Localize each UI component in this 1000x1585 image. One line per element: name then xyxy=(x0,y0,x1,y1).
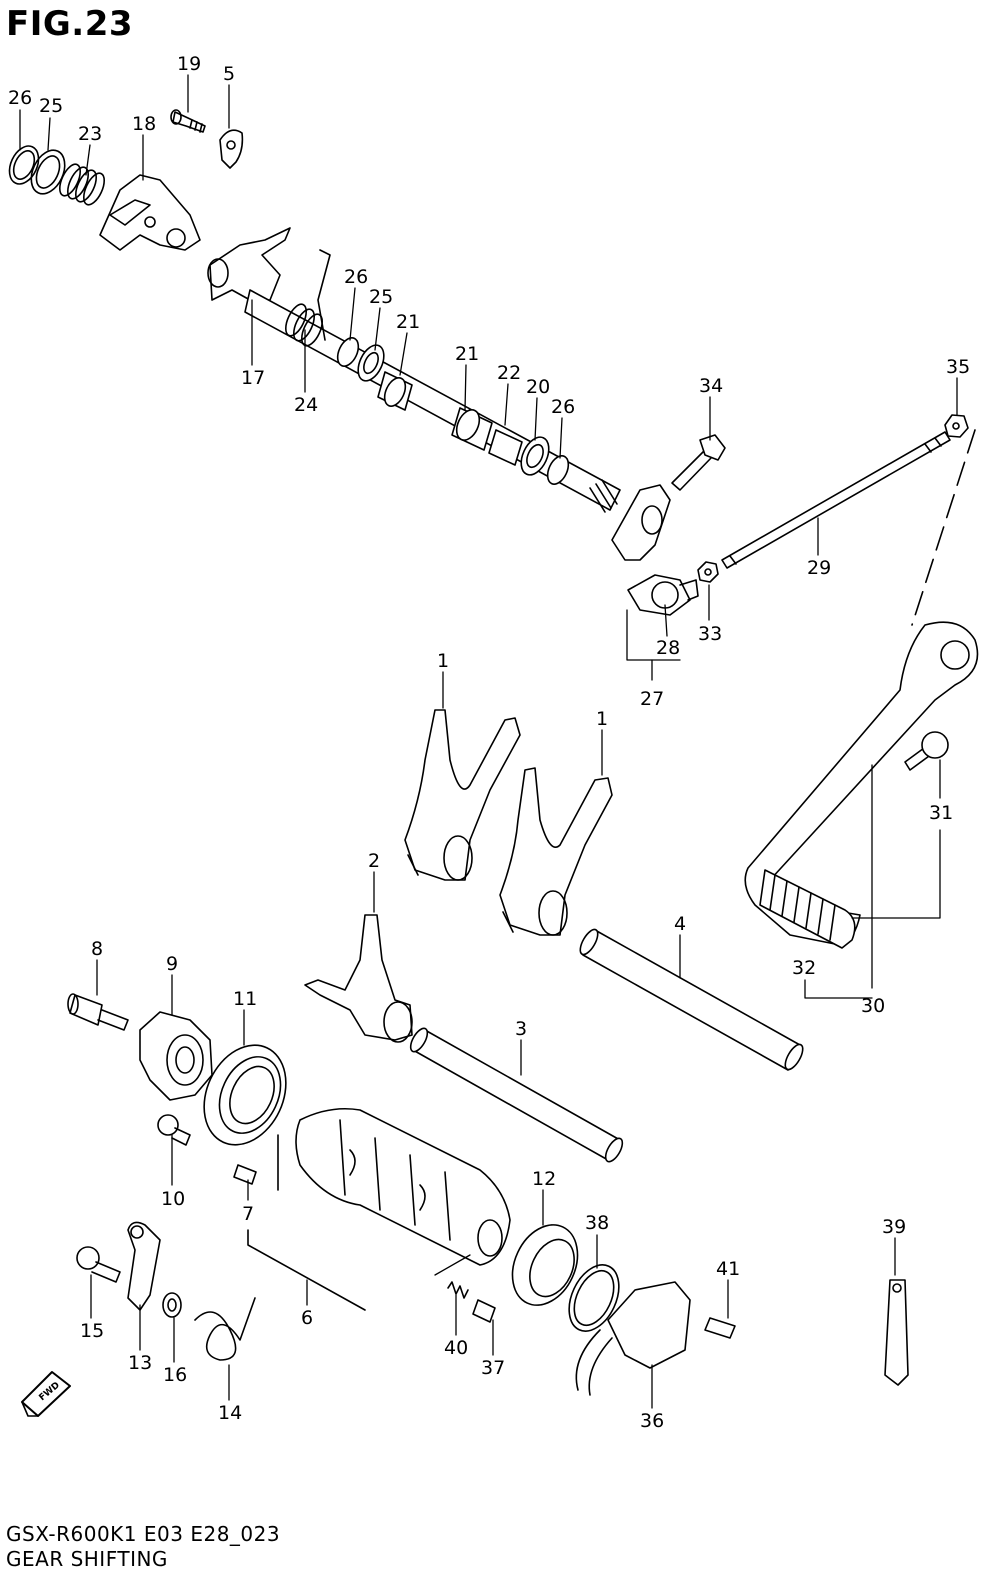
callout-4: 4 xyxy=(674,913,686,935)
callout-41: 41 xyxy=(716,1258,740,1280)
model-code: GSX-R600K1 E03 E28_023 xyxy=(6,1522,281,1546)
callout-17: 17 xyxy=(241,367,265,389)
callout-34: 34 xyxy=(699,375,723,397)
callout-13: 13 xyxy=(128,1352,152,1374)
callout-12: 12 xyxy=(532,1168,556,1190)
callout-23: 23 xyxy=(78,123,102,145)
callout-8: 8 xyxy=(91,938,103,960)
callout-18: 18 xyxy=(132,113,156,135)
callout-21-b: 21 xyxy=(455,343,479,365)
callout-40: 40 xyxy=(444,1337,468,1359)
callout-7: 7 xyxy=(242,1203,254,1225)
callout-39: 39 xyxy=(882,1216,906,1238)
callout-30: 30 xyxy=(861,995,885,1017)
callout-3: 3 xyxy=(515,1018,527,1040)
callout-27: 27 xyxy=(640,688,664,710)
callout-9: 9 xyxy=(166,953,178,975)
spring-23 xyxy=(58,163,106,206)
gearshift-cam-assembly: FWD xyxy=(21,993,909,1417)
callout-24: 24 xyxy=(294,394,318,416)
callout-25-a: 25 xyxy=(39,95,63,117)
callout-26-c: 26 xyxy=(551,396,575,418)
callout-15: 15 xyxy=(80,1320,104,1342)
leader-lines xyxy=(19,74,958,1409)
callout-22: 22 xyxy=(497,362,521,384)
callout-6: 6 xyxy=(301,1307,313,1329)
callout-14: 14 xyxy=(218,1402,242,1424)
callout-35: 35 xyxy=(946,356,970,378)
callout-38: 38 xyxy=(585,1212,609,1234)
callout-16: 16 xyxy=(163,1364,187,1386)
callout-2: 2 xyxy=(368,850,380,872)
callout-26-a: 26 xyxy=(8,87,32,109)
callout-labels: 26 25 23 18 19 5 17 24 26 25 21 21 22 20… xyxy=(8,53,970,1432)
callout-32: 32 xyxy=(792,957,816,979)
callout-19: 19 xyxy=(177,53,201,75)
figure-caption: GEAR SHIFTING xyxy=(6,1547,168,1571)
fwd-arrow-icon: FWD xyxy=(21,1371,71,1417)
callout-1-a: 1 xyxy=(437,650,449,672)
callout-28: 28 xyxy=(656,637,680,659)
figure-title: FIG.23 xyxy=(6,4,134,44)
callout-10: 10 xyxy=(161,1188,185,1210)
callout-33: 33 xyxy=(698,623,722,645)
gearshift-lever xyxy=(744,621,979,949)
callout-1-b: 1 xyxy=(596,708,608,730)
callout-29: 29 xyxy=(807,557,831,579)
return-spring-24 xyxy=(284,249,331,347)
callout-11: 11 xyxy=(233,988,257,1010)
callout-37: 37 xyxy=(481,1357,505,1379)
callout-20: 20 xyxy=(526,376,550,398)
shift-shaft-assembly xyxy=(8,109,976,626)
shift-forks xyxy=(304,709,804,1163)
callout-26-b: 26 xyxy=(344,266,368,288)
callout-21-a: 21 xyxy=(396,311,420,333)
callout-31: 31 xyxy=(929,802,953,824)
callout-25-b: 25 xyxy=(369,286,393,308)
callout-5: 5 xyxy=(223,63,235,85)
callout-36: 36 xyxy=(640,1410,664,1432)
